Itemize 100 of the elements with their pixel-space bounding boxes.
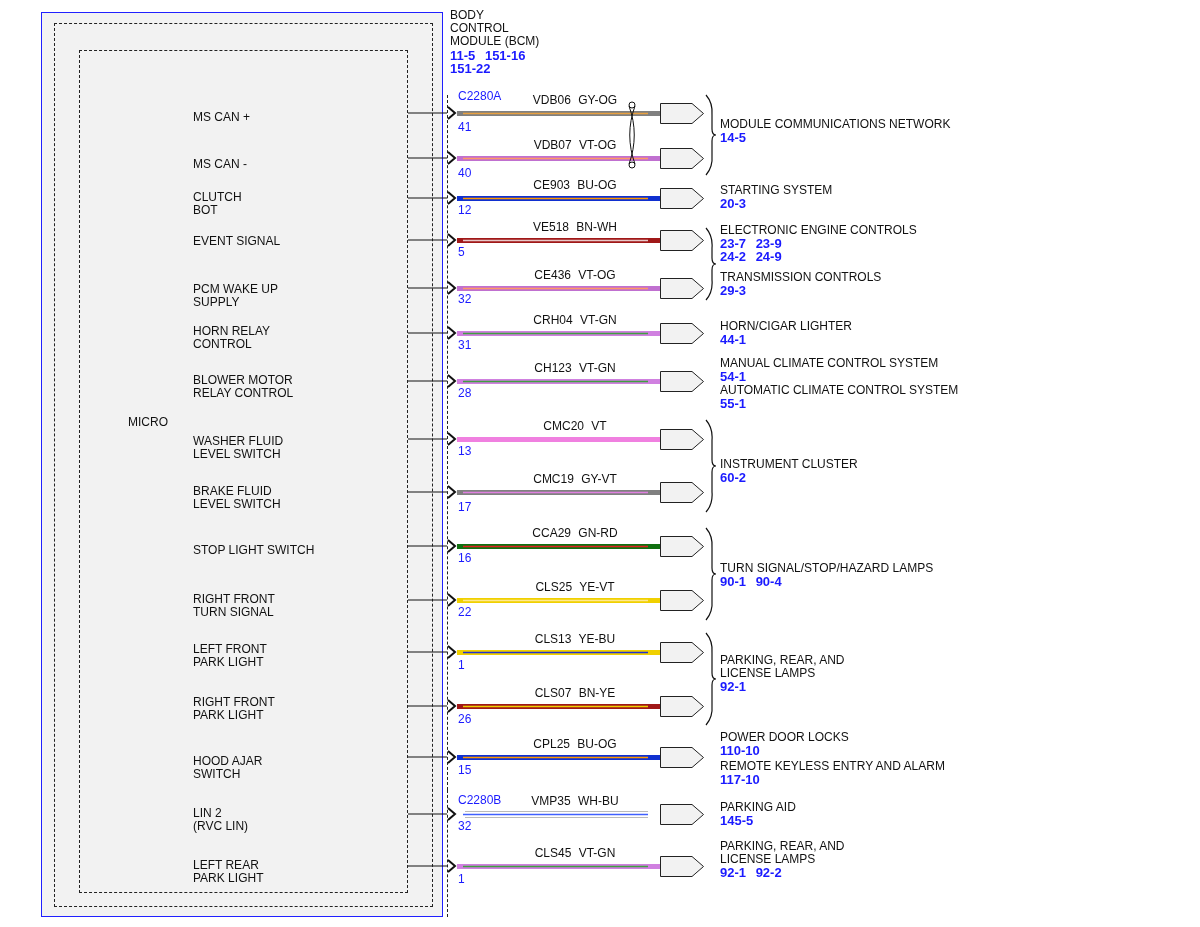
system-name: TURN SIGNAL/STOP/HAZARD LAMPS [720, 562, 934, 575]
wire [407, 859, 456, 873]
block-label: MICRO [128, 416, 169, 429]
page-reference: 145-5 [720, 814, 754, 827]
wire-label: CPL25 BU-OG [533, 737, 617, 751]
pin-number: 28 [458, 387, 472, 400]
wire [457, 196, 660, 201]
page-reference: 55-1 [720, 397, 747, 410]
page-reference: 60-2 [720, 471, 747, 484]
pin-number: 12 [458, 204, 472, 217]
signal-name: MS CAN - [193, 158, 248, 171]
system-name: MANUAL CLIMATE CONTROL SYSTEM [720, 357, 939, 370]
microcontroller-box [79, 50, 408, 893]
signal-name: BRAKE FLUID LEVEL SWITCH [193, 485, 282, 511]
pin-number: 26 [458, 713, 472, 726]
signal-name: LEFT FRONT PARK LIGHT [193, 643, 268, 669]
pin-number: 5 [458, 246, 465, 259]
wire-label: VMP35 WH-BU [531, 794, 619, 808]
wire [457, 704, 660, 709]
page-reference: 54-1 [720, 370, 747, 383]
pin-number: 17 [458, 501, 472, 514]
wire [457, 650, 660, 655]
connector-plug-symbol [660, 642, 704, 663]
signal-name: HORN RELAY CONTROL [193, 325, 271, 351]
wire-label: CH123 VT-GN [534, 361, 616, 375]
signal-name: WASHER FLUID LEVEL SWITCH [193, 435, 285, 461]
wire-label: CLS07 BN-YE [534, 686, 616, 700]
system-name: HORN/CIGAR LIGHTER [720, 320, 852, 333]
connector-plug-symbol [660, 188, 704, 209]
connector-plug-symbol [660, 323, 704, 344]
wire-label: VDB07 VT-OG [533, 138, 617, 152]
signal-name: RIGHT FRONT PARK LIGHT [193, 696, 276, 722]
wire [407, 539, 456, 553]
pin-number: 15 [458, 764, 472, 777]
wire-label: CCA29 GN-RD [532, 526, 618, 540]
wire-label: CLS25 YE-VT [535, 580, 615, 594]
signal-name: LIN 2 (RVC LIN) [193, 807, 250, 833]
connector-plug-symbol [660, 429, 704, 450]
system-name: PARKING, REAR, AND LICENSE LAMPS [720, 654, 846, 680]
system-name: INSTRUMENT CLUSTER [720, 458, 858, 471]
wire [457, 156, 660, 161]
wire-label: CMC20 VT [543, 419, 607, 433]
wire [407, 485, 456, 499]
page-reference: 24-2 24-9 [720, 250, 782, 263]
page-reference: 92-1 [720, 680, 747, 693]
signal-name: PCM WAKE UP SUPPLY [193, 283, 279, 309]
connector-plug-symbol [660, 482, 704, 503]
page-reference: 90-1 90-4 [720, 575, 782, 588]
connector-plug-symbol [660, 536, 704, 557]
page-reference: 29-3 [720, 284, 747, 297]
wire [457, 331, 660, 336]
signal-name: MS CAN + [193, 111, 251, 124]
wire [407, 750, 456, 764]
connector-plug-symbol [660, 278, 704, 299]
page-reference: 117-10 [720, 773, 760, 786]
wire [457, 544, 660, 549]
system-name: ELECTRONIC ENGINE CONTROLS [720, 224, 917, 237]
signal-name: RIGHT FRONT TURN SIGNAL [193, 593, 276, 619]
signal-name: EVENT SIGNAL [193, 235, 282, 248]
wire [457, 437, 660, 442]
connector-plug-symbol [660, 103, 704, 124]
signal-name: STOP LIGHT SWITCH [193, 544, 316, 557]
module-title: BODY CONTROL MODULE (BCM) [450, 9, 541, 48]
page-reference: 23-7 23-9 [720, 237, 782, 250]
connector-plug-symbol [660, 590, 704, 611]
pin-number: 32 [458, 293, 472, 306]
connector-plug-symbol [660, 747, 704, 768]
wire [457, 111, 660, 116]
connector-id: C2280B [458, 794, 502, 807]
wire [407, 645, 456, 659]
connector-plug-symbol [660, 696, 704, 717]
wire [407, 281, 456, 295]
connector-plug-symbol [660, 230, 704, 251]
pin-number: 1 [458, 873, 465, 886]
wire [457, 755, 660, 760]
pin-number: 16 [458, 552, 472, 565]
wire [457, 379, 660, 384]
pin-number: 1 [458, 659, 465, 672]
pin-number: 13 [458, 445, 472, 458]
signal-name: BLOWER MOTOR RELAY CONTROL [193, 374, 295, 400]
wire [457, 490, 660, 495]
system-name: PARKING AID [720, 801, 796, 814]
wire-label: CMC19 GY-VT [533, 472, 617, 486]
page-reference: 92-1 92-2 [720, 866, 782, 879]
signal-name: HOOD AJAR SWITCH [193, 755, 264, 781]
wire-label: VE518 BN-WH [533, 220, 617, 234]
wire-label: CRH04 VT-GN [533, 313, 617, 327]
pin-number: 41 [458, 121, 472, 134]
wire [407, 807, 456, 821]
pin-number: 22 [458, 606, 472, 619]
wire [457, 238, 660, 243]
connector-plug-symbol [660, 371, 704, 392]
wire [407, 326, 456, 340]
signal-name: CLUTCH BOT [193, 191, 243, 217]
connector-plug-symbol [660, 804, 704, 825]
wire-label: CE903 BU-OG [533, 178, 617, 192]
wire-label: CE436 VT-OG [534, 268, 616, 282]
system-name: REMOTE KEYLESS ENTRY AND ALARM [720, 760, 945, 773]
connector-id: C2280A [458, 90, 502, 103]
system-name: TRANSMISSION CONTROLS [720, 271, 882, 284]
